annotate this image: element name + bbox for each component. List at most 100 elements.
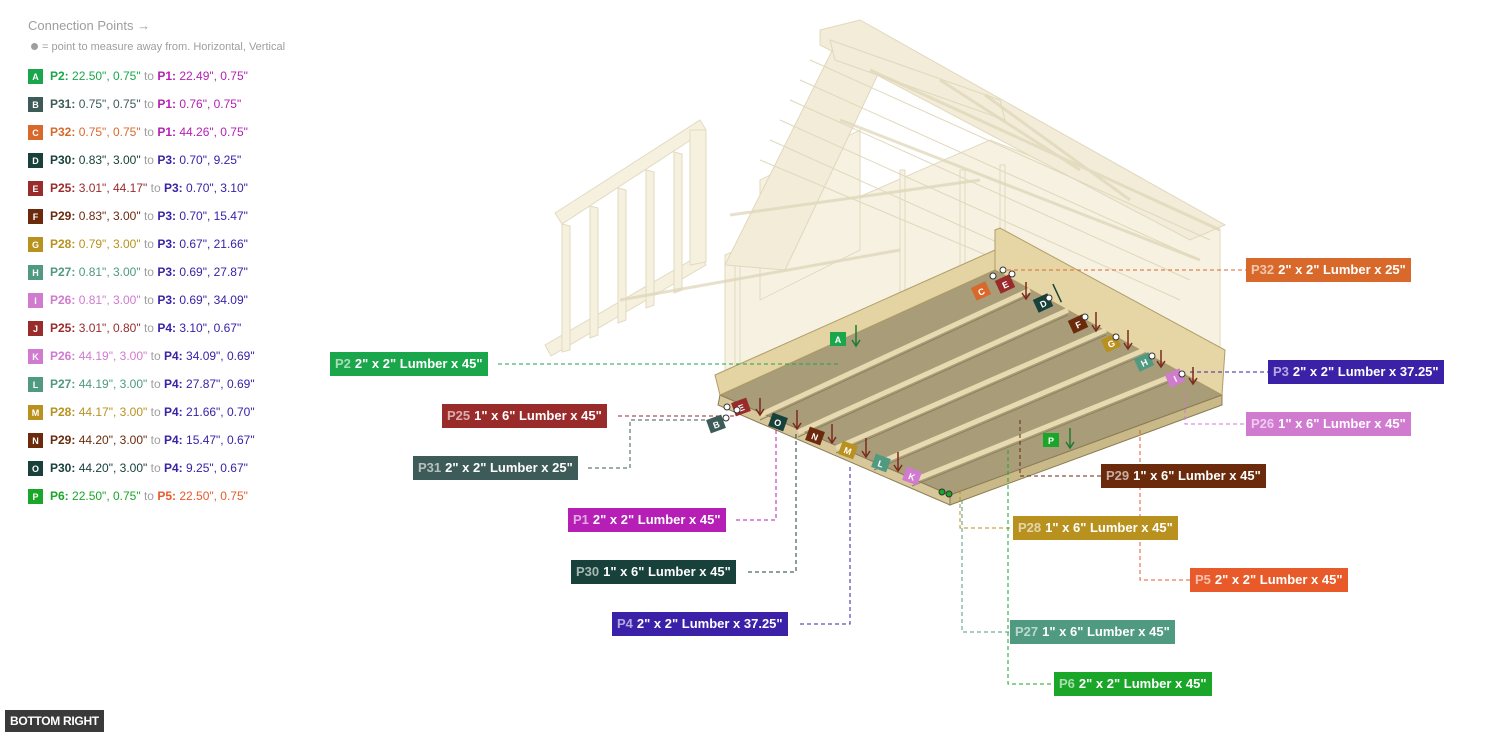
to-value: 0.70", 3.10" — [186, 181, 248, 195]
to-value: 0.70", 15.47" — [179, 209, 248, 223]
deck-rim-left — [714, 249, 996, 396]
connection-markers: A B C D E E F G H I O N M L K P — [706, 266, 1198, 498]
to-part: P1: — [157, 125, 176, 139]
marker-k: K — [902, 466, 922, 486]
to-part: P4: — [163, 349, 183, 363]
to-part: P3: — [163, 181, 183, 195]
to-word: to — [150, 405, 161, 419]
to-value: 34.09", 0.69" — [186, 349, 255, 363]
to-part: P5: — [157, 489, 176, 503]
from-part: P31: — [50, 97, 76, 111]
connection-badge: M — [28, 405, 43, 420]
to-part: P3: — [157, 237, 176, 251]
deck-joists — [758, 287, 1183, 484]
view-orientation-label[interactable]: BOTTOM RIGHT — [5, 710, 104, 732]
to-value: 15.47", 0.67" — [186, 433, 255, 447]
leader-p5 — [1139, 430, 1190, 581]
leader-p27 — [961, 500, 1010, 633]
svg-text:G: G — [1106, 338, 1117, 350]
porch-railing — [544, 119, 707, 357]
to-part: P4: — [157, 321, 176, 335]
leader-p6 — [1007, 450, 1054, 685]
part-id: P4 — [617, 616, 633, 631]
from-value: 44.17", 3.00" — [78, 405, 148, 419]
from-value: 3.01", 44.17" — [78, 181, 148, 195]
svg-text:B: B — [712, 419, 722, 431]
connection-dots — [722, 266, 1186, 498]
from-value: 44.20", 3.00" — [78, 461, 148, 475]
svg-text:M: M — [842, 445, 852, 457]
part-id: P6 — [1059, 676, 1075, 691]
connection-badge: A — [28, 69, 43, 84]
part-desc: 2" x 2" Lumber x 25" — [445, 460, 573, 475]
part-desc: 1" x 6" Lumber x 45" — [474, 408, 602, 423]
connection-badge: E — [28, 181, 43, 196]
from-part: P28: — [50, 405, 76, 419]
part-desc: 2" x 2" Lumber x 37.25" — [636, 616, 783, 631]
part-desc: 1" x 6" Lumber x 45" — [1278, 416, 1406, 431]
svg-text:L: L — [876, 458, 885, 469]
connection-badge: P — [28, 489, 43, 504]
marker-n: N — [805, 426, 825, 446]
svg-text:P: P — [1048, 436, 1054, 446]
to-word: to — [150, 349, 161, 363]
svg-text:F: F — [1074, 319, 1084, 331]
from-part: P30: — [50, 461, 76, 475]
to-part: P3: — [157, 209, 176, 223]
from-value: 22.50", 0.75" — [72, 489, 141, 503]
from-part: P25: — [50, 181, 76, 195]
leader-p26 — [1184, 395, 1246, 425]
connection-badge: I — [28, 293, 43, 308]
from-part: P6: — [50, 489, 69, 503]
from-value: 0.81", 3.00" — [78, 265, 141, 279]
to-part: P4: — [163, 433, 183, 447]
leader-p31 — [588, 419, 725, 469]
svg-text:O: O — [773, 417, 783, 429]
part-id: P5 — [1195, 572, 1211, 587]
marker-a: A — [830, 325, 861, 348]
to-part: P4: — [163, 405, 183, 419]
svg-text:A: A — [835, 335, 842, 345]
to-value: 44.26", 0.75" — [179, 125, 248, 139]
connection-points-title[interactable]: Connection Points → — [28, 18, 151, 33]
from-value: 0.79", 3.00" — [78, 237, 141, 251]
connection-points-legend-text: = point to measure away from. Horizontal… — [42, 41, 286, 53]
part-desc: 1" x 6" Lumber x 45" — [1133, 468, 1261, 483]
from-value: 0.75", 0.75" — [78, 125, 141, 139]
connection-badge: O — [28, 461, 43, 476]
to-value: 0.70", 9.25" — [179, 153, 242, 167]
marker-o: O — [768, 412, 788, 432]
leader-p30 — [748, 432, 797, 573]
